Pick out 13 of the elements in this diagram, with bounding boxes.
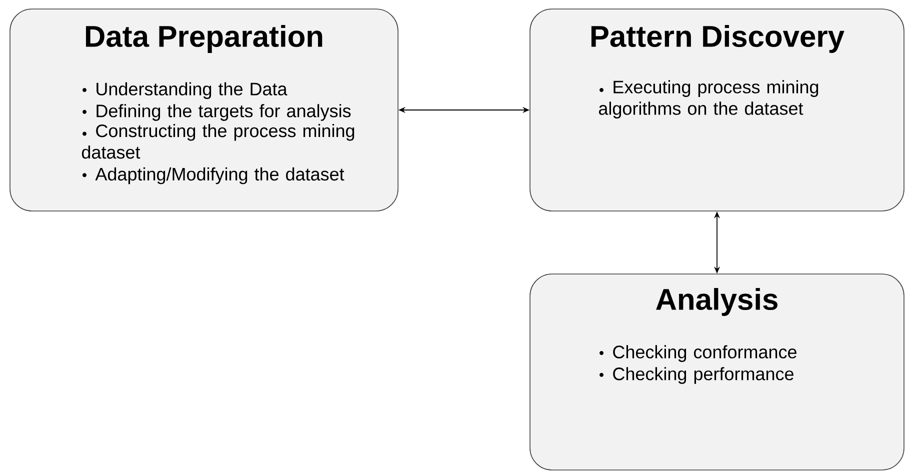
bullet-item: Adapting/Modifying the dataset — [82, 167, 344, 184]
process-box — [530, 274, 904, 470]
bullet-item: Constructing the process mining dataset — [82, 124, 354, 159]
process-box — [530, 8, 904, 212]
box-heading: Pattern Discovery — [591, 25, 844, 53]
box-heading: Analysis — [656, 288, 778, 316]
bullet-item: Understanding the Data — [82, 82, 288, 99]
bullet-item: Checking conformance — [600, 345, 796, 362]
process-box — [10, 8, 398, 212]
bullet-item: Checking performance — [600, 367, 794, 384]
box-heading: Data Preparation — [86, 25, 322, 53]
bullet-item: Executing process mining algorithms on the dataset — [598, 80, 818, 118]
bullet-item: Defining the targets for analysis — [82, 104, 351, 121]
